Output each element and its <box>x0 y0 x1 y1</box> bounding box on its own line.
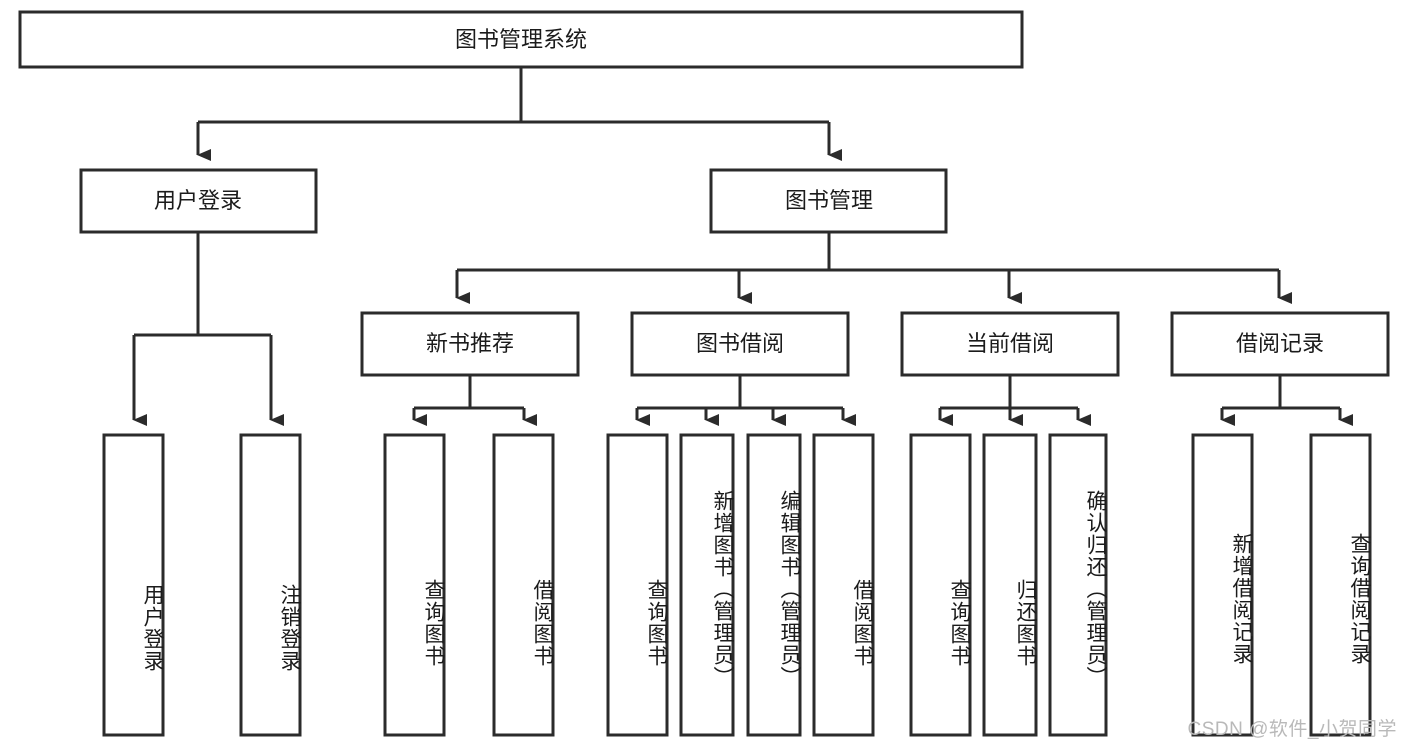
node-book-borrow[interactable]: 图书借阅 <box>630 311 850 377</box>
node-new-book-recommend[interactable]: 新书推荐 <box>360 311 580 377</box>
leaf-box-user-login-login[interactable] <box>102 433 165 737</box>
leaf-box-current-query[interactable] <box>909 433 972 737</box>
node-book-management[interactable]: 图书管理 <box>709 168 948 234</box>
connector-current-to-leaves <box>938 375 1091 426</box>
leaf-box-borrow-edit[interactable] <box>746 433 802 737</box>
leaf-box-newbook-query[interactable] <box>383 433 446 737</box>
leaf-box-current-return[interactable] <box>982 433 1038 737</box>
leaf-box-borrow-query[interactable] <box>606 433 669 737</box>
node-borrow-record-label: 借阅记录 <box>1236 331 1324 356</box>
node-new-book-recommend-label: 新书推荐 <box>426 331 514 356</box>
leaf-group-new-book-recommend <box>383 433 555 737</box>
leaf-group-book-borrow <box>606 433 875 737</box>
node-current-borrow[interactable]: 当前借阅 <box>900 311 1120 377</box>
leaf-box-user-login-logout[interactable] <box>239 433 302 737</box>
connector-borrow-to-leaves <box>635 375 856 426</box>
connector-root-to-level2 <box>196 67 842 161</box>
leaf-group-borrow-record <box>1191 433 1372 737</box>
leaf-box-borrow-lend[interactable] <box>812 433 875 737</box>
leaf-box-record-add[interactable] <box>1191 433 1254 737</box>
leaf-box-record-query[interactable] <box>1309 433 1372 737</box>
node-user-login-label: 用户登录 <box>154 188 242 213</box>
leaf-box-newbook-borrow[interactable] <box>492 433 555 737</box>
node-root-system[interactable]: 图书管理系统 <box>18 10 1024 69</box>
leaf-box-current-confirm[interactable] <box>1048 433 1108 737</box>
node-current-borrow-label: 当前借阅 <box>966 331 1054 356</box>
node-book-management-label: 图书管理 <box>785 188 873 213</box>
connector-newbook-to-leaves <box>412 375 537 426</box>
csdn-watermark: CSDN @软件_小贺同学 <box>1187 719 1397 740</box>
leaf-group-user-login <box>102 433 302 737</box>
node-user-login[interactable]: 用户登录 <box>79 168 318 234</box>
connector-userlogin-to-leaves <box>132 232 284 426</box>
connector-record-to-leaves <box>1220 375 1353 426</box>
leaf-box-borrow-add[interactable] <box>679 433 735 737</box>
node-root-label: 图书管理系统 <box>455 27 587 52</box>
connector-bookmgmt-to-level3 <box>455 232 1292 304</box>
node-borrow-record[interactable]: 借阅记录 <box>1170 311 1390 377</box>
node-book-borrow-label: 图书借阅 <box>696 331 784 356</box>
leaf-group-current-borrow <box>909 433 1108 737</box>
